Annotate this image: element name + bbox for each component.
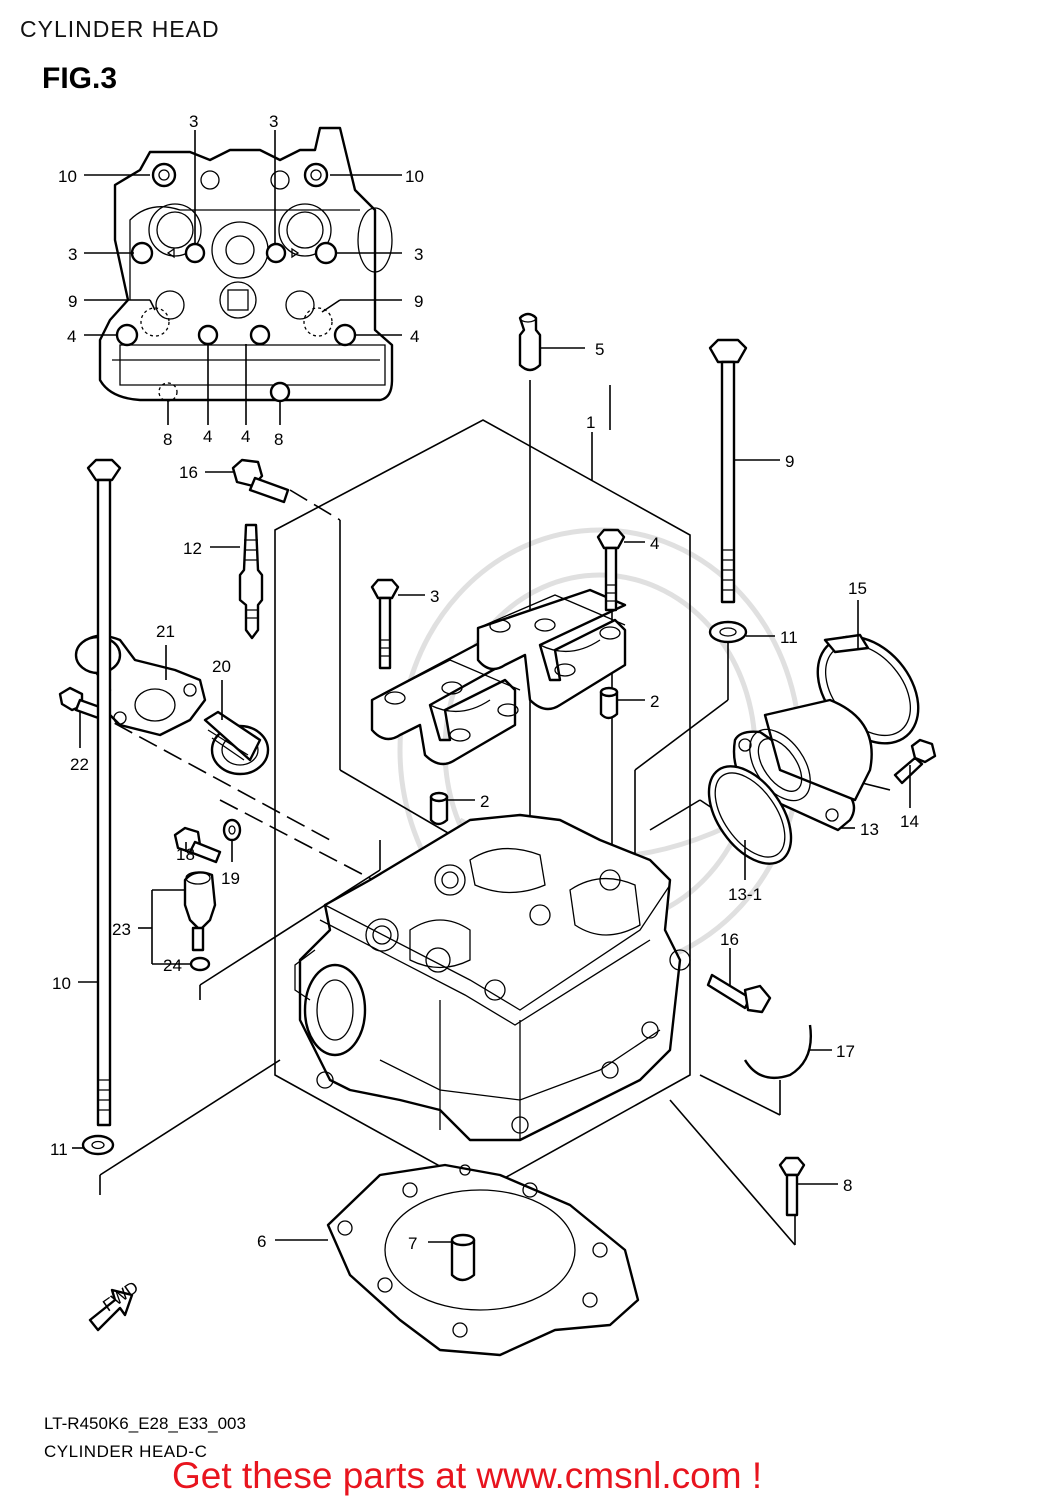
promo-link-text[interactable]: Get these parts at www.cmsnl.com ! [172,1455,763,1496]
callout: 4 [67,327,76,346]
callout: 23 [112,920,131,939]
intake-pipe-13 [732,698,873,832]
callout: 17 [836,1042,855,1061]
callout: 24 [163,956,182,975]
callout: 22 [70,755,89,774]
stud-bolt-9 [708,338,748,604]
thermostat-cap-21 [74,634,207,737]
callout: 4 [410,327,419,346]
head-gasket-6 [326,1163,640,1357]
cylinder-head-body [294,813,691,1142]
stud-bolt-10 [86,458,122,1127]
camshaft-holder-rear [476,588,627,711]
callout: 20 [212,657,231,676]
bolt-16-lower [706,973,772,1014]
diagram-code: LT-R450K6_E28_E33_003 [44,1414,246,1433]
main-leaders [72,347,911,1243]
bolt-4 [596,528,626,612]
callout: 12 [183,539,202,558]
bolt-8 [778,1156,806,1217]
callout: 4 [203,427,212,446]
washer-19 [222,818,242,842]
o-ring-13-1 [707,765,793,865]
dowel-pin-7 [450,1233,476,1282]
dowel-pin-2b [429,791,449,826]
callout: 9 [68,292,77,311]
callout: 8 [274,430,283,449]
thermostat-20 [203,710,270,776]
callout: 15 [848,579,867,598]
callout: 3 [414,245,423,264]
callout: 7 [408,1234,417,1253]
circlip-17 [743,1024,812,1080]
callout: 3 [68,245,77,264]
callout: 16 [720,930,739,949]
callout: 8 [163,430,172,449]
callout: 11 [50,1140,68,1159]
callout: 4 [241,427,250,446]
callout: 3 [430,587,439,606]
callout-labels: 10 10 3 3 3 3 9 9 4 4 8 4 4 8 1 2 2 3 4 … [50,112,919,1253]
cover-top-view [98,126,394,403]
dowel-pin-2a [599,686,619,720]
callout: 3 [269,112,278,131]
callout: 14 [900,812,919,831]
callout: 5 [595,340,604,359]
callout: 4 [650,534,659,553]
bolt-16-upper [231,458,290,504]
forward-arrow-icon: FWD [88,1278,142,1332]
callout: 2 [650,692,659,711]
callout: 2 [480,792,489,811]
camshaft-holder-front [370,638,522,766]
washer-11-left [81,1134,115,1156]
figure-label: FIG.3 [42,62,118,95]
temp-sensor-23 [183,871,217,952]
callout: 6 [257,1232,266,1251]
bolt-3 [370,578,400,670]
bolt-18 [173,826,222,864]
callout: 16 [179,463,198,482]
inset-leaders [84,130,402,425]
callout: 3 [189,112,198,131]
callout: 21 [156,622,175,641]
callout: 1 [586,413,595,432]
page-title: CYLINDER HEAD [20,16,220,42]
callout: 9 [785,452,794,471]
callout: 18 [176,845,195,864]
washer-24 [189,956,211,972]
callout: 8 [843,1176,852,1195]
callout: 10 [405,167,424,186]
valve-guide-5 [518,312,542,372]
washer-11-right [708,620,748,644]
callout: 10 [52,974,71,993]
callout: 13 [860,820,879,839]
bolt-14 [893,738,937,785]
callout: 19 [221,869,240,888]
callout: 11 [780,628,798,647]
diagram-subtitle: CYLINDER HEAD-C [44,1442,208,1461]
callout: 13-1 [728,885,762,904]
callout: 9 [414,292,423,311]
callout: 10 [58,167,77,186]
spark-plug-12 [238,523,264,640]
